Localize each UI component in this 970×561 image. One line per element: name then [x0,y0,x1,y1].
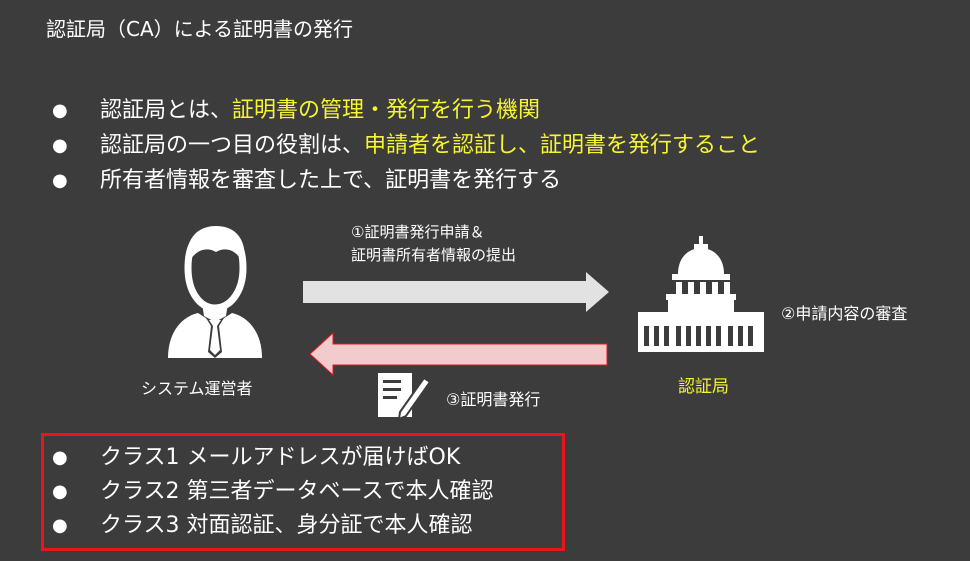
request-label: ①証明書発行申請＆ [351,223,485,241]
class-list-box [41,433,565,551]
bullet-text: 認証局とは、 [100,98,233,123]
bullet-item: ● 認証局の一つ目の役割は、申請者を認証し、証明書を発行すること [52,128,760,163]
bullet-highlight: 申請者を認証し、証明書を発行すること [364,133,761,158]
issue-label: ③証明書発行 [446,390,541,409]
class-text: クラス1 メールアドレスが届けばOK [100,445,461,470]
bullet-dot: ● [52,515,68,536]
request-arrow [303,272,609,312]
bullet-dot: ● [52,135,68,156]
issue-arrow [309,331,608,377]
class-text: クラス2 第三者データベースで本人確認 [100,479,494,504]
slide-title: 認証局（CA）による証明書の発行 [46,17,354,41]
person-icon [168,226,262,358]
request-label-line2: 証明書所有者情報の提出 [351,246,517,264]
review-label: ②申請内容の審査 [781,304,908,323]
capitol-icon [638,236,764,352]
class-item: ● クラス3 対面認証、身分証で本人確認 [52,509,493,543]
bullet-dot: ● [52,170,68,191]
class-item: ● クラス2 第三者データベースで本人確認 [52,475,493,509]
class-item: ● クラス1 メールアドレスが届けばOK [52,441,493,475]
bullet-item: ● 認証局とは、証明書の管理・発行を行う機関 [52,93,760,128]
class-text: クラス3 対面認証、身分証で本人確認 [100,513,473,538]
bullet-highlight: 証明書の管理・発行を行う機関 [232,98,541,123]
bullet-dot: ● [52,481,68,502]
bullet-item: ● 所有者情報を審査した上で、証明書を発行する [52,163,760,198]
bullet-list: ● 認証局とは、証明書の管理・発行を行う機関 ● 認証局の一つ目の役割は、申請者… [52,93,760,198]
bullet-text: 所有者情報を審査した上で、証明書を発行する [100,168,562,193]
ca-label: 認証局 [678,377,729,397]
document-pen-icon [378,373,432,421]
bullet-text: 認証局の一つ目の役割は、 [100,133,365,158]
class-list: ● クラス1 メールアドレスが届けばOK ● クラス2 第三者データベースで本人… [52,441,493,543]
operator-label: システム運営者 [141,379,253,398]
bullet-dot: ● [52,100,68,121]
bullet-dot: ● [52,447,68,468]
